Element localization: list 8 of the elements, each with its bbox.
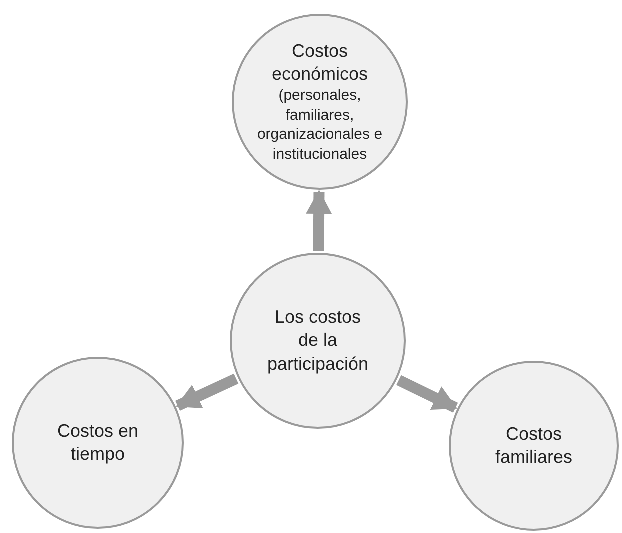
node-label: Costos familiares	[494, 422, 574, 469]
arrow	[306, 190, 332, 252]
arrow	[396, 375, 458, 413]
node-label: Los costos de la participación	[266, 306, 370, 376]
node-label: Costos en tiempo	[56, 420, 140, 466]
node-label: Costos económicos	[270, 40, 370, 86]
node-description: (personales, familiares, organizacionales e institucionales	[256, 86, 384, 164]
arrow	[176, 374, 239, 411]
